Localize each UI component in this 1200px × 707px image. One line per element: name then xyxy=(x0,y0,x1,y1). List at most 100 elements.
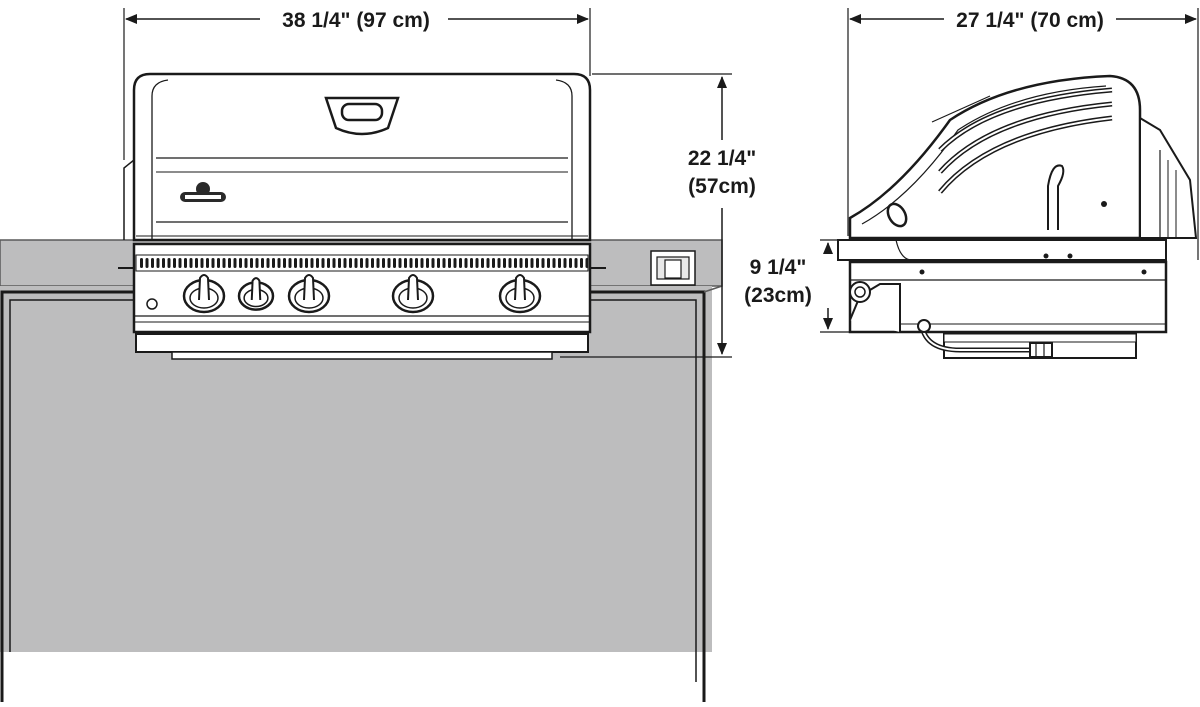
vent-slot xyxy=(233,258,237,268)
vent-slot xyxy=(178,258,182,268)
brand-logo xyxy=(180,182,226,202)
vent-slot xyxy=(563,258,567,268)
vent-slot xyxy=(376,258,380,268)
vent-slot xyxy=(156,258,160,268)
vent-slot xyxy=(272,258,275,268)
vent-slot xyxy=(310,258,314,268)
burner-knob xyxy=(182,274,226,314)
vent-slot xyxy=(349,258,352,268)
burner-knob xyxy=(237,277,275,311)
base-dim-label-line2: (23cm) xyxy=(744,284,812,307)
front-view xyxy=(0,72,723,702)
vent-slot xyxy=(552,258,556,268)
vent-slot xyxy=(415,258,418,268)
vent-slot xyxy=(387,258,391,268)
base-height-dimension: 9 1/4" (23cm) xyxy=(744,239,850,333)
vent-slot xyxy=(206,258,209,268)
vent-slot xyxy=(398,258,402,268)
vent-slot xyxy=(442,258,446,268)
vent-slot xyxy=(508,258,512,268)
vent-slot xyxy=(382,258,385,268)
side-rear-housing xyxy=(1139,116,1198,239)
vent-slot xyxy=(316,258,319,268)
vent-slot xyxy=(354,258,358,268)
ignition-button xyxy=(146,298,158,310)
vent-slot xyxy=(162,258,165,268)
vent-slot xyxy=(448,258,451,268)
vent-slot xyxy=(431,258,435,268)
vent-slot xyxy=(283,258,286,268)
vent-slot xyxy=(266,258,270,268)
vent-slot xyxy=(305,258,308,268)
vent-slot xyxy=(261,258,264,268)
vent-slot xyxy=(211,258,215,268)
burner-knob xyxy=(498,274,542,314)
vent-slot xyxy=(497,258,501,268)
vent-slot xyxy=(409,258,413,268)
vent-slot xyxy=(288,258,292,268)
vent-slot xyxy=(217,258,220,268)
vent-slot xyxy=(140,258,143,268)
vent-slot xyxy=(151,258,154,268)
vent-slot xyxy=(277,258,281,268)
vent-slot xyxy=(525,258,528,268)
height-dim-label-line2: (57cm) xyxy=(688,175,756,198)
vent-slot xyxy=(420,258,424,268)
vent-slot xyxy=(321,258,325,268)
vent-slot xyxy=(514,258,517,268)
vent-slot xyxy=(536,258,539,268)
vent-slot xyxy=(547,258,550,268)
burner-knob xyxy=(391,274,435,314)
vent-slot xyxy=(404,258,407,268)
vent-slot xyxy=(470,258,473,268)
vent-slot xyxy=(239,258,242,268)
vent-slot xyxy=(585,258,589,268)
side-view xyxy=(837,74,1198,359)
burner-knob xyxy=(287,274,331,314)
vent-slot xyxy=(294,258,297,268)
vent-slot xyxy=(393,258,396,268)
depth-dimension: 27 1/4" (70 cm) xyxy=(847,8,1199,260)
vent-slot xyxy=(250,258,253,268)
vent-slot xyxy=(360,258,363,268)
vent-slot xyxy=(569,258,572,268)
vent-slot xyxy=(200,258,204,268)
vent-slot xyxy=(503,258,506,268)
vent-slot xyxy=(167,258,171,268)
vent-slot xyxy=(481,258,484,268)
base-dim-label-line1: 9 1/4" xyxy=(750,256,807,279)
vent-slot xyxy=(343,258,347,268)
vent-slot xyxy=(492,258,495,268)
vent-slot xyxy=(437,258,440,268)
grill-lid xyxy=(123,72,592,242)
height-dim-label-line1: 22 1/4" xyxy=(688,147,756,170)
vent-slot xyxy=(338,258,341,268)
vent-slot xyxy=(464,258,468,268)
vent-slot xyxy=(371,258,374,268)
vent-slot xyxy=(475,258,479,268)
vent-slot xyxy=(189,258,193,268)
vent-slot xyxy=(530,258,534,268)
lid-handle xyxy=(324,96,400,136)
side-lid xyxy=(848,74,1142,240)
side-base xyxy=(837,239,1168,359)
vent-slot xyxy=(332,258,336,268)
vent-slot xyxy=(541,258,545,268)
vent-slot xyxy=(173,258,176,268)
vent-slot xyxy=(184,258,187,268)
vent-slot xyxy=(244,258,248,268)
vent-slots xyxy=(140,258,589,268)
gas-hose xyxy=(917,319,1053,358)
vent-slot xyxy=(195,258,198,268)
vent-slot xyxy=(228,258,231,268)
vent-slot xyxy=(580,258,583,268)
vent-slot xyxy=(459,258,462,268)
vent-slot xyxy=(299,258,303,268)
vent-slot xyxy=(145,258,149,268)
side-knob xyxy=(849,281,871,303)
vent-slot xyxy=(486,258,490,268)
depth-dim-label: 27 1/4" (70 cm) xyxy=(956,9,1104,32)
vent-slot xyxy=(453,258,457,268)
vent-slot xyxy=(574,258,578,268)
